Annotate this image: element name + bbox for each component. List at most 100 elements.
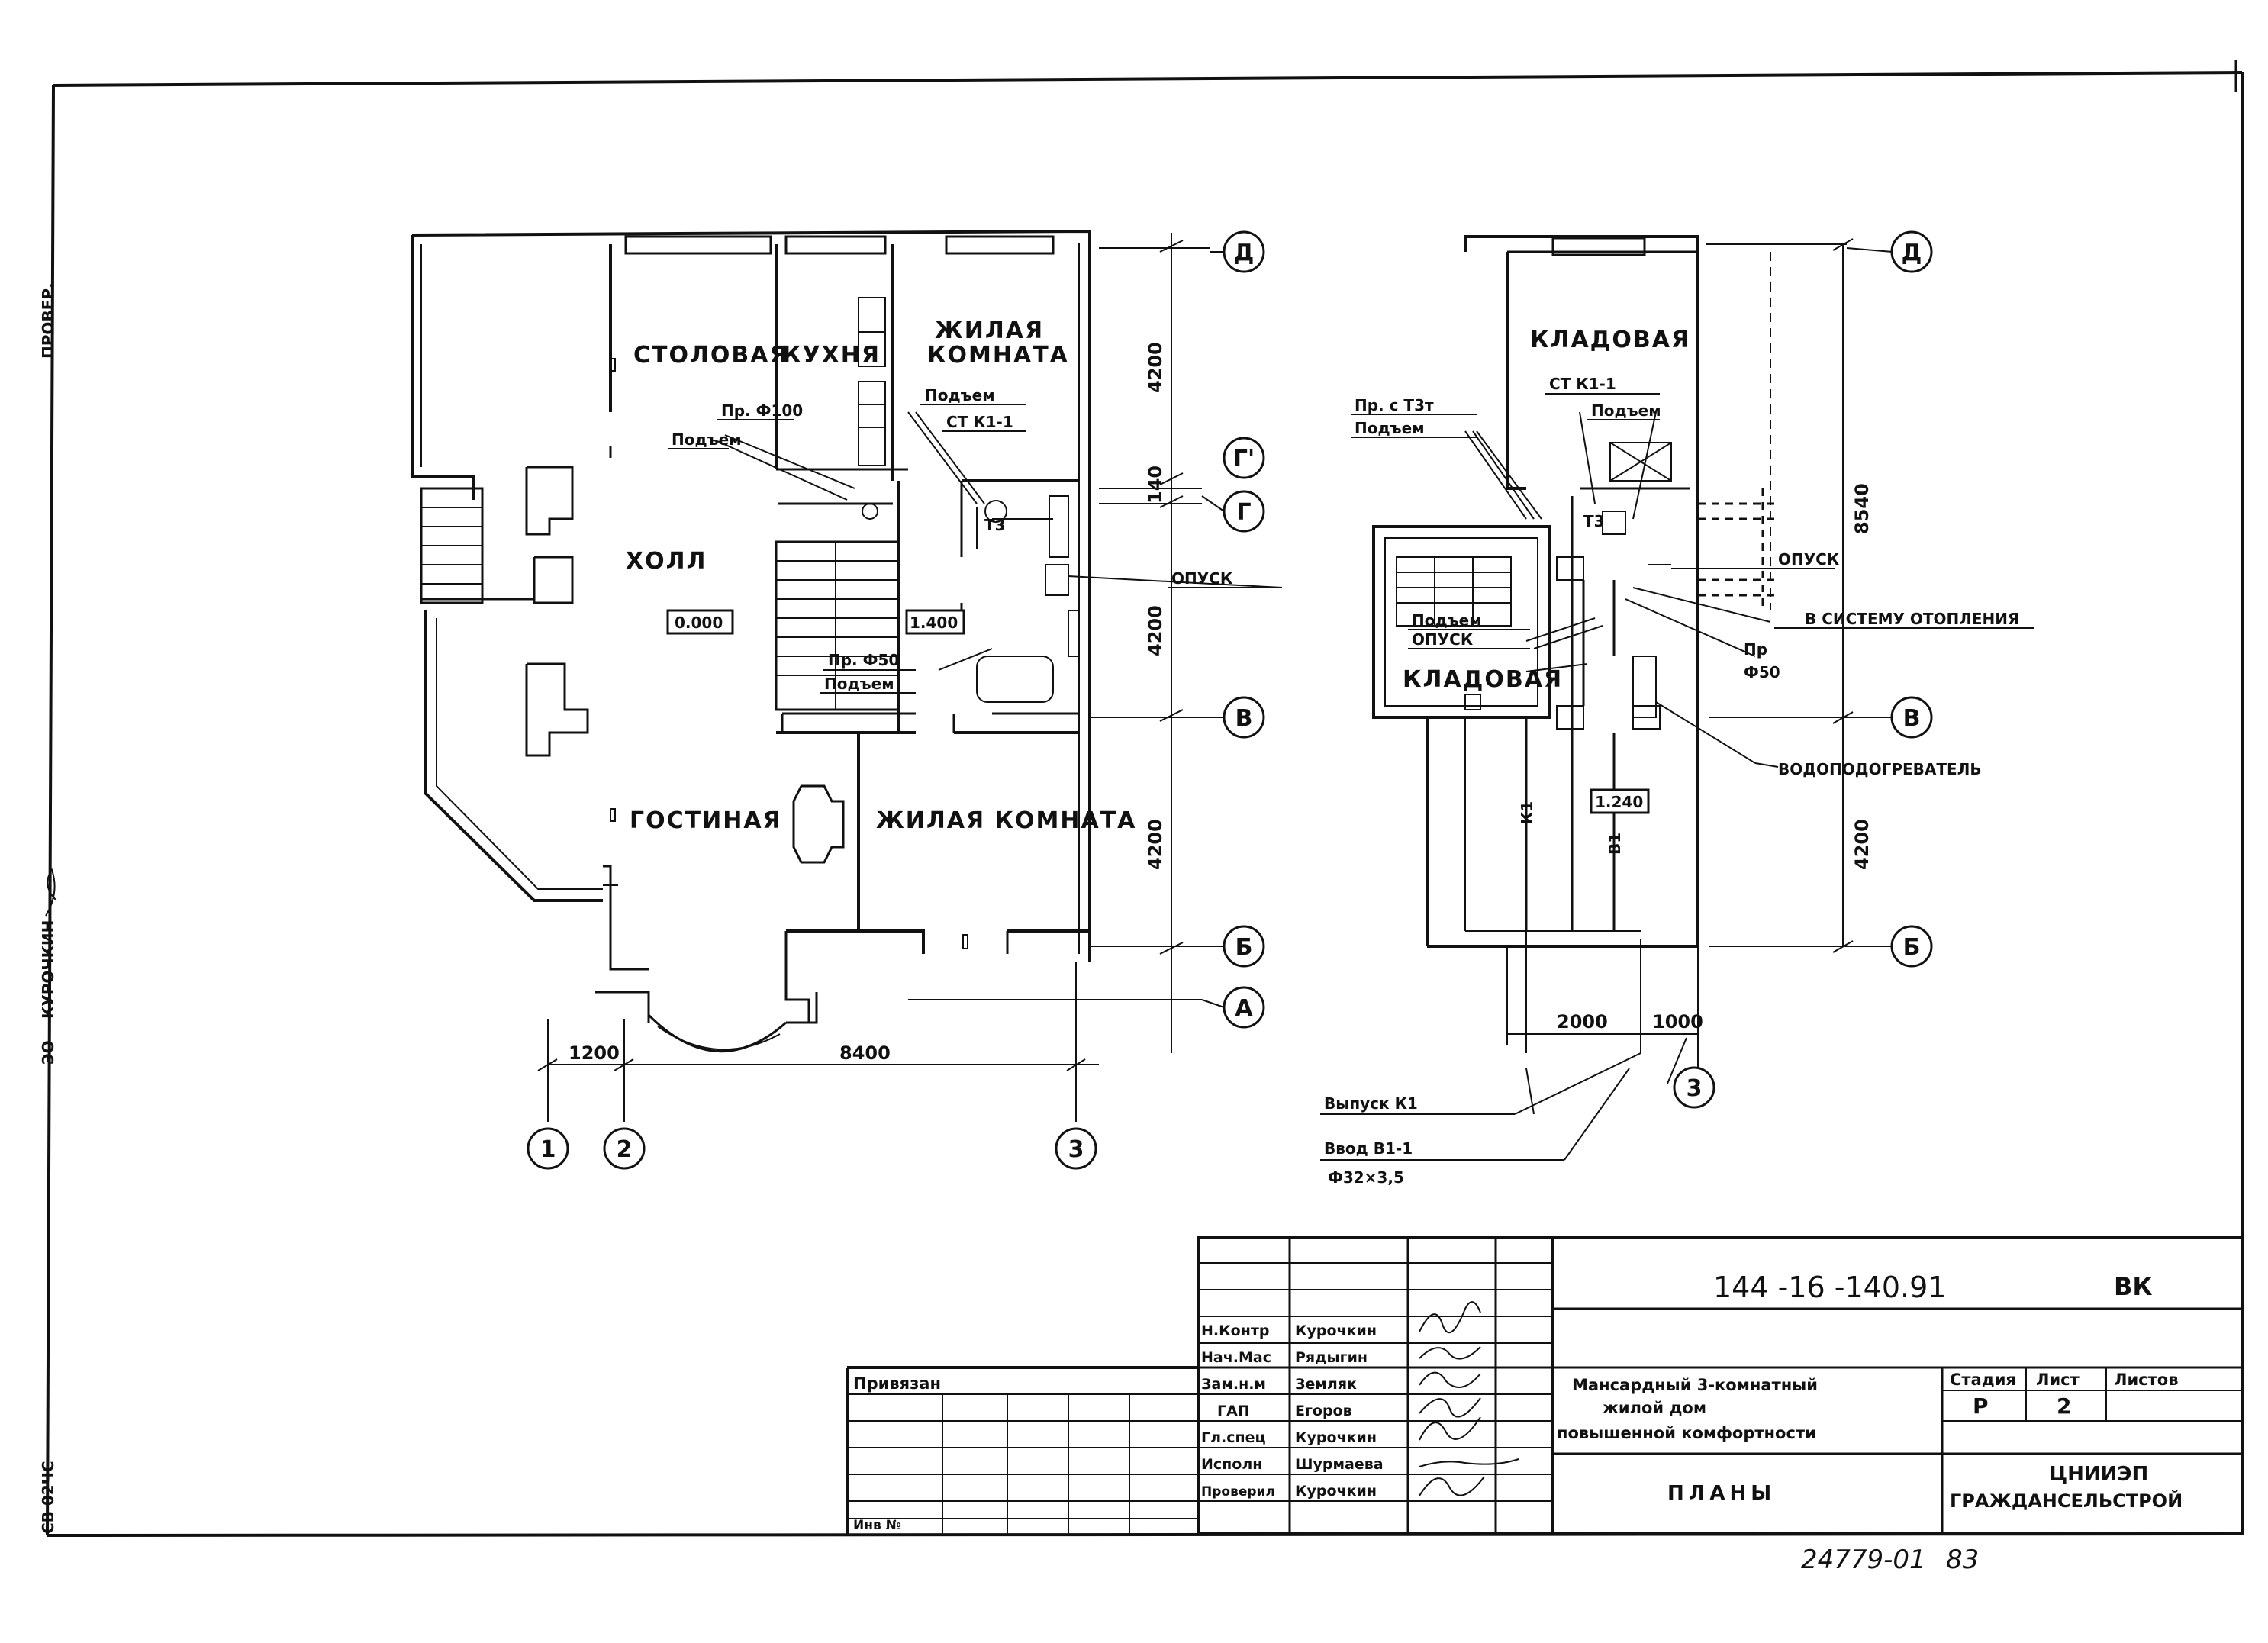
note2-b1: В1	[1606, 833, 1624, 855]
level-hall: 0.000	[675, 614, 723, 632]
side-text-eo: ЭО	[39, 1040, 57, 1065]
signature-2	[1419, 1371, 1481, 1388]
tb-stage-header: Стадия	[1950, 1371, 2016, 1389]
axis-B: Б	[1235, 934, 1253, 961]
plan1-dim-labels: 4200 140 4200 4200 1200 8400	[569, 342, 1166, 1064]
note-rise1: Подъем	[672, 430, 742, 449]
dim-plan1-d4: 4200	[1145, 819, 1166, 870]
signature-5	[1419, 1458, 1519, 1467]
axis-1: 1	[540, 1136, 556, 1163]
plan-attic	[1372, 235, 1778, 948]
dim-plan1-d2: 140	[1145, 466, 1166, 504]
tb-role-4: Гл.спец	[1201, 1429, 1266, 1446]
archive-stamp: 24779-01 83	[1801, 1545, 1979, 1575]
tb-name-1: Рядыгин	[1295, 1349, 1368, 1366]
axis-A: А	[1235, 995, 1253, 1022]
note2-outlet: Выпуск К1	[1324, 1094, 1418, 1113]
tb-role-1: Нач.Мас	[1201, 1349, 1271, 1366]
axis2-D: Д	[1902, 240, 1922, 266]
note2-f50: Ф50	[1744, 663, 1780, 681]
note2-t3: Т3	[1583, 512, 1605, 530]
room-living1-line2: КОМНАТА	[927, 342, 1069, 369]
note2-pipe: Ф32×3,5	[1328, 1168, 1404, 1187]
axis-D: Д	[1234, 240, 1255, 266]
tb-name-2: Земляк	[1295, 1376, 1357, 1393]
axis2-V: В	[1903, 705, 1921, 732]
tb-code: 144 -16 -140.91	[1713, 1271, 1946, 1304]
signature-3	[1419, 1397, 1481, 1418]
axis-V: В	[1235, 705, 1253, 732]
side-text: ЭО КУРОЧКИН ПРОВЕР. СВ 02ЧС	[39, 282, 57, 1534]
plan1-axes: Д Г' Г В Б А 1 2 3	[527, 230, 1265, 1170]
axis-2: 2	[617, 1136, 633, 1163]
plan2-pipes	[1320, 411, 1835, 1161]
plan1-levels: 0.000 1.400	[666, 609, 965, 635]
plan2-dimensions	[1506, 238, 1854, 1099]
tb-role-2: Зам.н.м	[1201, 1376, 1266, 1393]
plan2-rooms: КЛАДОВАЯ КЛАДОВАЯ	[1403, 327, 1690, 693]
dim-plan2-h2: 4200	[1851, 819, 1873, 870]
plan2-notes: Пр. с Т3т Подъем СТ К1-1 Подъем ОПУСК В …	[1324, 375, 2034, 1187]
room-hall: ХОЛЛ	[626, 548, 707, 575]
tb-role-3: ГАП	[1217, 1403, 1250, 1419]
note-descent: ОПУСК	[1171, 569, 1233, 588]
note2-rise3: Подъем	[1412, 611, 1482, 630]
title-block-text: 144 -16 -140.91 ВК Мансардный 3-комнатны…	[853, 1271, 2183, 1533]
note-t3: Т3	[984, 516, 1006, 534]
room-storage-upper: КЛАДОВАЯ	[1530, 327, 1690, 353]
tb-org-l2: ГРАЖДАНСЕЛЬСТРОЙ	[1950, 1490, 2183, 1512]
tb-name-4: Курочкин	[1295, 1429, 1377, 1446]
level-attic: 1.240	[1595, 793, 1643, 811]
signature-0	[1419, 1301, 1481, 1334]
tb-role-5: Исполн	[1201, 1456, 1262, 1473]
room-storage-lower: КЛАДОВАЯ	[1403, 666, 1563, 693]
side-text-code: СВ 02ЧС	[39, 1461, 57, 1534]
dim-plan1-w2: 8400	[839, 1042, 891, 1064]
side-signature	[45, 868, 57, 917]
tb-project-l2: жилой дом	[1603, 1399, 1706, 1417]
room-dining: СТОЛОВАЯ	[633, 342, 789, 369]
dim-plan1-d3: 4200	[1145, 605, 1166, 656]
axis-G1: Г'	[1233, 446, 1255, 472]
note-pr100: Пр. Ф100	[721, 401, 803, 420]
tb-sheet-title: ПЛАНЫ	[1667, 1482, 1776, 1505]
dim-plan2-w2: 1000	[1652, 1011, 1703, 1033]
room-living1-line1: ЖИЛАЯ	[935, 317, 1044, 344]
tb-sheet-value: 2	[2057, 1393, 2071, 1419]
tb-privyazan: Привязан	[853, 1374, 941, 1393]
tb-mark: ВК	[2114, 1272, 2153, 1301]
note2-pr-t3: Пр. с Т3т	[1355, 396, 1434, 414]
dim-plan1-d1: 4200	[1145, 342, 1166, 393]
tb-name-3: Егоров	[1295, 1403, 1352, 1419]
tb-project-l3: повышенной комфортности	[1557, 1424, 1816, 1442]
room-kitchen: КУХНЯ	[782, 342, 881, 369]
note2-heater: ВОДОПОДОГРЕВАТЕЛЬ	[1778, 760, 1982, 778]
note2-inlet: Ввод В1-1	[1324, 1139, 1413, 1158]
signature-4	[1419, 1416, 1481, 1441]
tb-name-6: Курочкин	[1295, 1483, 1377, 1500]
tb-org-l1: ЦНИИЭП	[2049, 1463, 2148, 1486]
note-rise2: Подъем	[925, 386, 995, 404]
room-living2: ЖИЛАЯ КОМНАТА	[876, 807, 1136, 834]
tb-role-6: Проверил	[1201, 1484, 1275, 1500]
level-box-bath	[905, 609, 965, 635]
note-stk: СТ К1-1	[946, 413, 1013, 431]
note2-pr: Пр	[1744, 640, 1767, 659]
axis2-3: 3	[1687, 1075, 1703, 1102]
note2-stk: СТ К1-1	[1549, 375, 1616, 393]
plan2-axes: Д В Б 3	[1673, 230, 1933, 1109]
note2-descent: ОПУСК	[1778, 550, 1840, 569]
tb-name-5: Шурмаева	[1295, 1456, 1384, 1473]
plan1-dimensions	[537, 233, 1210, 1122]
dim-plan2-h1: 8540	[1851, 483, 1873, 534]
plan1-rooms: СТОЛОВАЯ КУХНЯ ЖИЛАЯ КОМНАТА ХОЛЛ ГОСТИН…	[626, 317, 1136, 834]
tb-sheets-header: Листов	[2114, 1371, 2179, 1389]
note-rise3: Подъем	[824, 675, 894, 693]
signature-6	[1419, 1476, 1485, 1496]
tb-name-0: Курочкин	[1295, 1322, 1377, 1339]
axis-G: Г	[1236, 499, 1251, 526]
note2-rise2: Подъем	[1591, 401, 1661, 420]
level-box-attic	[1590, 788, 1650, 814]
note2-k1: К1	[1518, 801, 1536, 824]
